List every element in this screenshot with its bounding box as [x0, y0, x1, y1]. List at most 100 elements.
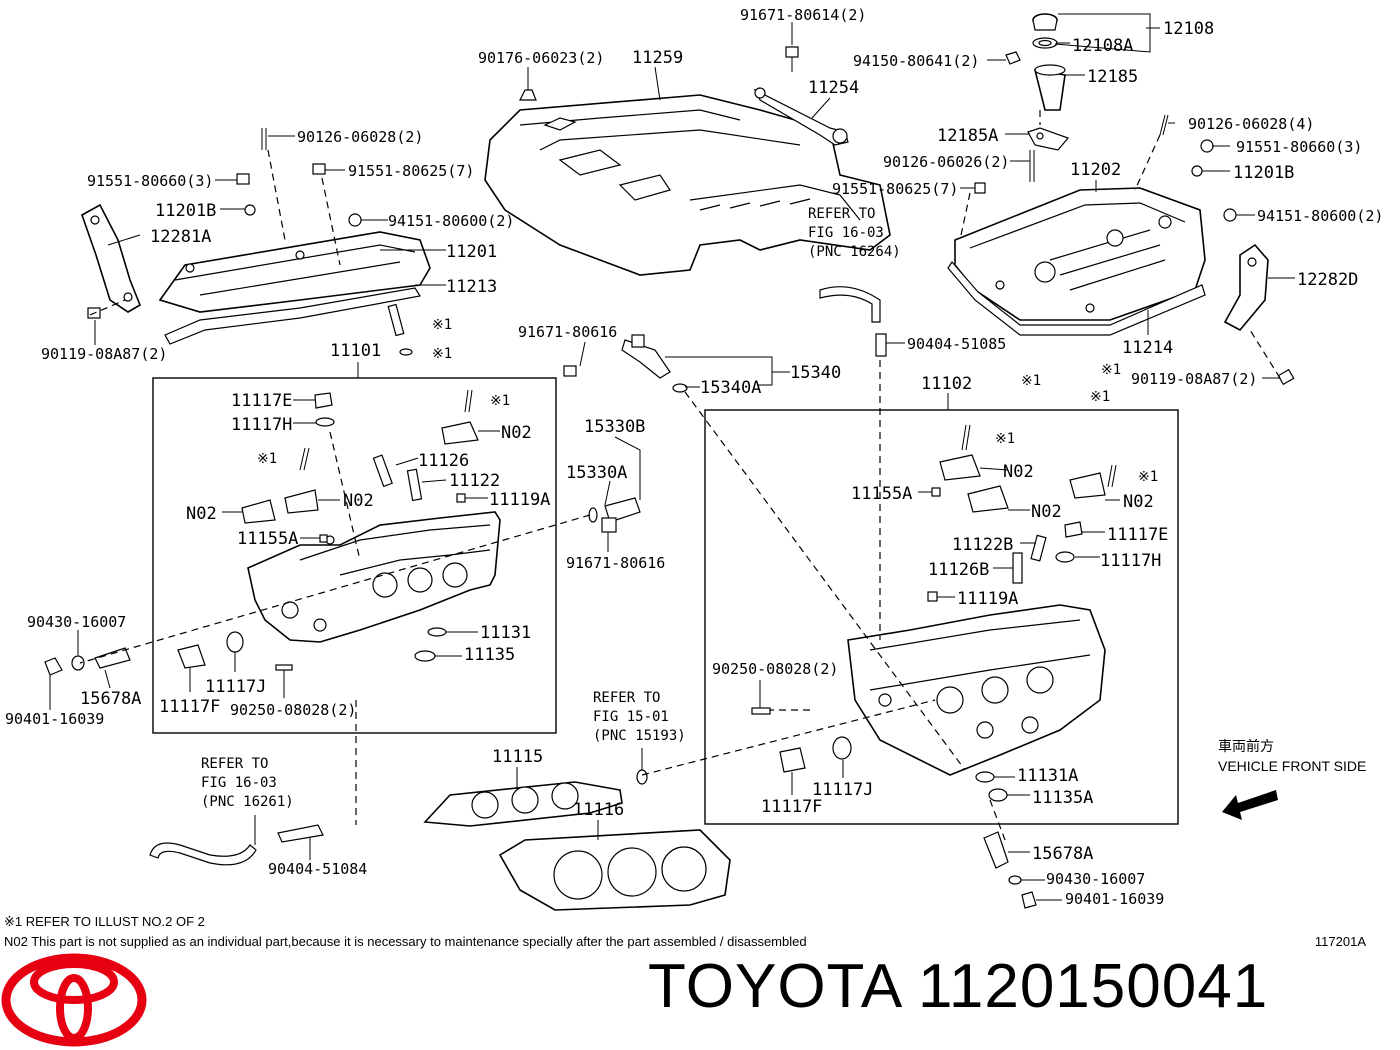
bracket-12282D: [1223, 243, 1269, 332]
label-11117E-right: 11117E: [1107, 525, 1168, 545]
label-11214: 11214: [1122, 338, 1173, 358]
label-11131: 11131: [480, 623, 531, 643]
label-11117J-right: 11117J: [812, 780, 873, 800]
label-15340: 15340: [790, 363, 841, 383]
refer-15193-line3: (PNC 15193): [593, 728, 686, 744]
cylinder-head-11102: [847, 604, 1106, 776]
label-91671-80616-a: 91671-80616: [518, 323, 617, 341]
cylinder-head-11101: [247, 511, 501, 643]
label-91551-80625-7-right: 91551-80625(7): [832, 180, 958, 198]
label-90430-16007-right: 90430-16007: [1046, 870, 1145, 888]
label-11155A-left: 11155A: [237, 529, 298, 549]
label-90404-51084: 90404-51084: [268, 860, 367, 878]
label-11115: 11115: [492, 747, 543, 767]
label-90119-08A87-right: 90119-08A87(2): [1131, 370, 1257, 388]
label-11117H-right: 11117H: [1100, 551, 1161, 571]
label-12108A: 12108A: [1072, 36, 1133, 56]
label-90250-08028-right: 90250-08028(2): [712, 660, 838, 678]
label-91671-80616-b: 91671-80616: [566, 554, 665, 572]
label-N02-f: N02: [1031, 502, 1062, 522]
vehicle-front-arrow: [1222, 790, 1278, 820]
label-11119A-left: 11119A: [489, 490, 550, 510]
left-head-small-parts: [177, 389, 479, 671]
oil-control-valve-15340: [563, 334, 688, 393]
engine-cover-11259: [484, 94, 891, 276]
figure-code: 117201A: [1314, 934, 1366, 949]
label-90126-06026: 90126-06026(2): [883, 153, 1009, 171]
label-11155A-right: 11155A: [851, 484, 912, 504]
right-head-box: [704, 409, 1179, 825]
x1-mark: ※1: [257, 451, 277, 467]
label-15330B: 15330B: [584, 417, 645, 437]
label-11102: 11102: [921, 374, 972, 394]
refer-16261-line1: REFER TO: [201, 756, 268, 772]
label-94151-80600-2-right: 94151-80600(2): [1257, 207, 1383, 225]
refer-16264-line1: REFER TO: [808, 206, 875, 222]
label-11254: 11254: [808, 78, 859, 98]
right-head-small-parts: [751, 424, 1117, 802]
label-12185: 12185: [1087, 67, 1138, 87]
label-N02-b: N02: [186, 504, 217, 524]
label-11131A: 11131A: [1017, 766, 1078, 786]
label-11119A-right: 11119A: [957, 589, 1018, 609]
label-90401-16039-right: 90401-16039: [1065, 890, 1164, 908]
label-90126-06028-2: 90126-06028(2): [297, 128, 423, 146]
oil-filler-cap-12108: [1032, 13, 1058, 49]
vehicle-front-en: VEHICLE FRONT SIDE: [1218, 758, 1367, 774]
leader-lines: [49, 13, 1295, 901]
refer-16264-line2: FIG 16-03: [808, 225, 884, 241]
footnote-n02: N02 This part is not supplied as an indi…: [4, 934, 807, 949]
head-cover-gasket-11214: [947, 261, 1206, 336]
x1-mark: ※1: [1021, 373, 1041, 389]
label-90401-16039-left: 90401-16039: [5, 710, 104, 728]
label-11135: 11135: [464, 645, 515, 665]
refer-15193-line1: REFER TO: [593, 690, 660, 706]
label-11126B: 11126B: [928, 560, 989, 580]
label-91551-80660-3-left: 91551-80660(3): [87, 172, 213, 190]
label-N02-a: N02: [501, 423, 532, 443]
bolt-91671-80614: [785, 46, 799, 72]
label-N02-d: N02: [1003, 462, 1034, 482]
x1-mark: ※1: [995, 431, 1015, 447]
bracket-12281A: [81, 203, 141, 313]
label-12282D: 12282D: [1297, 270, 1358, 290]
label-91551-80660-3-right: 91551-80660(3): [1236, 138, 1362, 156]
head-gasket-11115: [423, 781, 623, 827]
label-11117F-left: 11117F: [159, 697, 220, 717]
head-gasket-11116: [498, 829, 731, 911]
head-cover-gasket-11213: [164, 287, 421, 345]
refer-16261-line2: FIG 16-03: [201, 775, 277, 791]
oil-filler-pipe-12185: [1027, 64, 1070, 151]
label-11122-left: 11122: [449, 471, 500, 491]
label-90176-06023: 90176-06023(2): [478, 49, 604, 67]
label-11201B-left: 11201B: [155, 201, 216, 221]
label-11201B-right: 11201B: [1233, 163, 1294, 183]
cylinder-head-cover-11201: [158, 231, 431, 313]
label-12281A: 12281A: [150, 227, 211, 247]
union-90404-51085: [875, 333, 887, 357]
label-N02-e: N02: [1123, 492, 1154, 512]
x1-mark: ※1: [1090, 389, 1110, 405]
label-11135A: 11135A: [1032, 788, 1093, 808]
label-11117F-right: 11117F: [761, 797, 822, 817]
label-11202: 11202: [1070, 160, 1121, 180]
cylinder-head-cover-11202: [954, 187, 1206, 321]
ring-15193: [636, 769, 648, 785]
refer-16264-line3: (PNC 16264): [808, 244, 901, 260]
label-94150-80641: 94150-80641(2): [853, 52, 979, 70]
label-11213: 11213: [446, 277, 497, 297]
bracket-11254: [753, 87, 849, 146]
stud-90126-06026: [1029, 150, 1035, 182]
assembly-dash-lines: [79, 110, 1281, 841]
vehicle-front-side-label: 車両前方 VEHICLE FRONT SIDE: [1218, 736, 1366, 776]
label-11116: 11116: [573, 800, 624, 820]
brand-part-number: TOYOTA 1120150041: [648, 952, 1269, 1021]
hose-lower: [149, 842, 257, 866]
label-90250-08028-left: 90250-08028(2): [230, 701, 356, 719]
label-15330A: 15330A: [566, 463, 627, 483]
label-12108: 12108: [1163, 19, 1214, 39]
x1-mark: ※1: [490, 393, 510, 409]
bolt-90119-08A87-r: [1277, 368, 1295, 386]
